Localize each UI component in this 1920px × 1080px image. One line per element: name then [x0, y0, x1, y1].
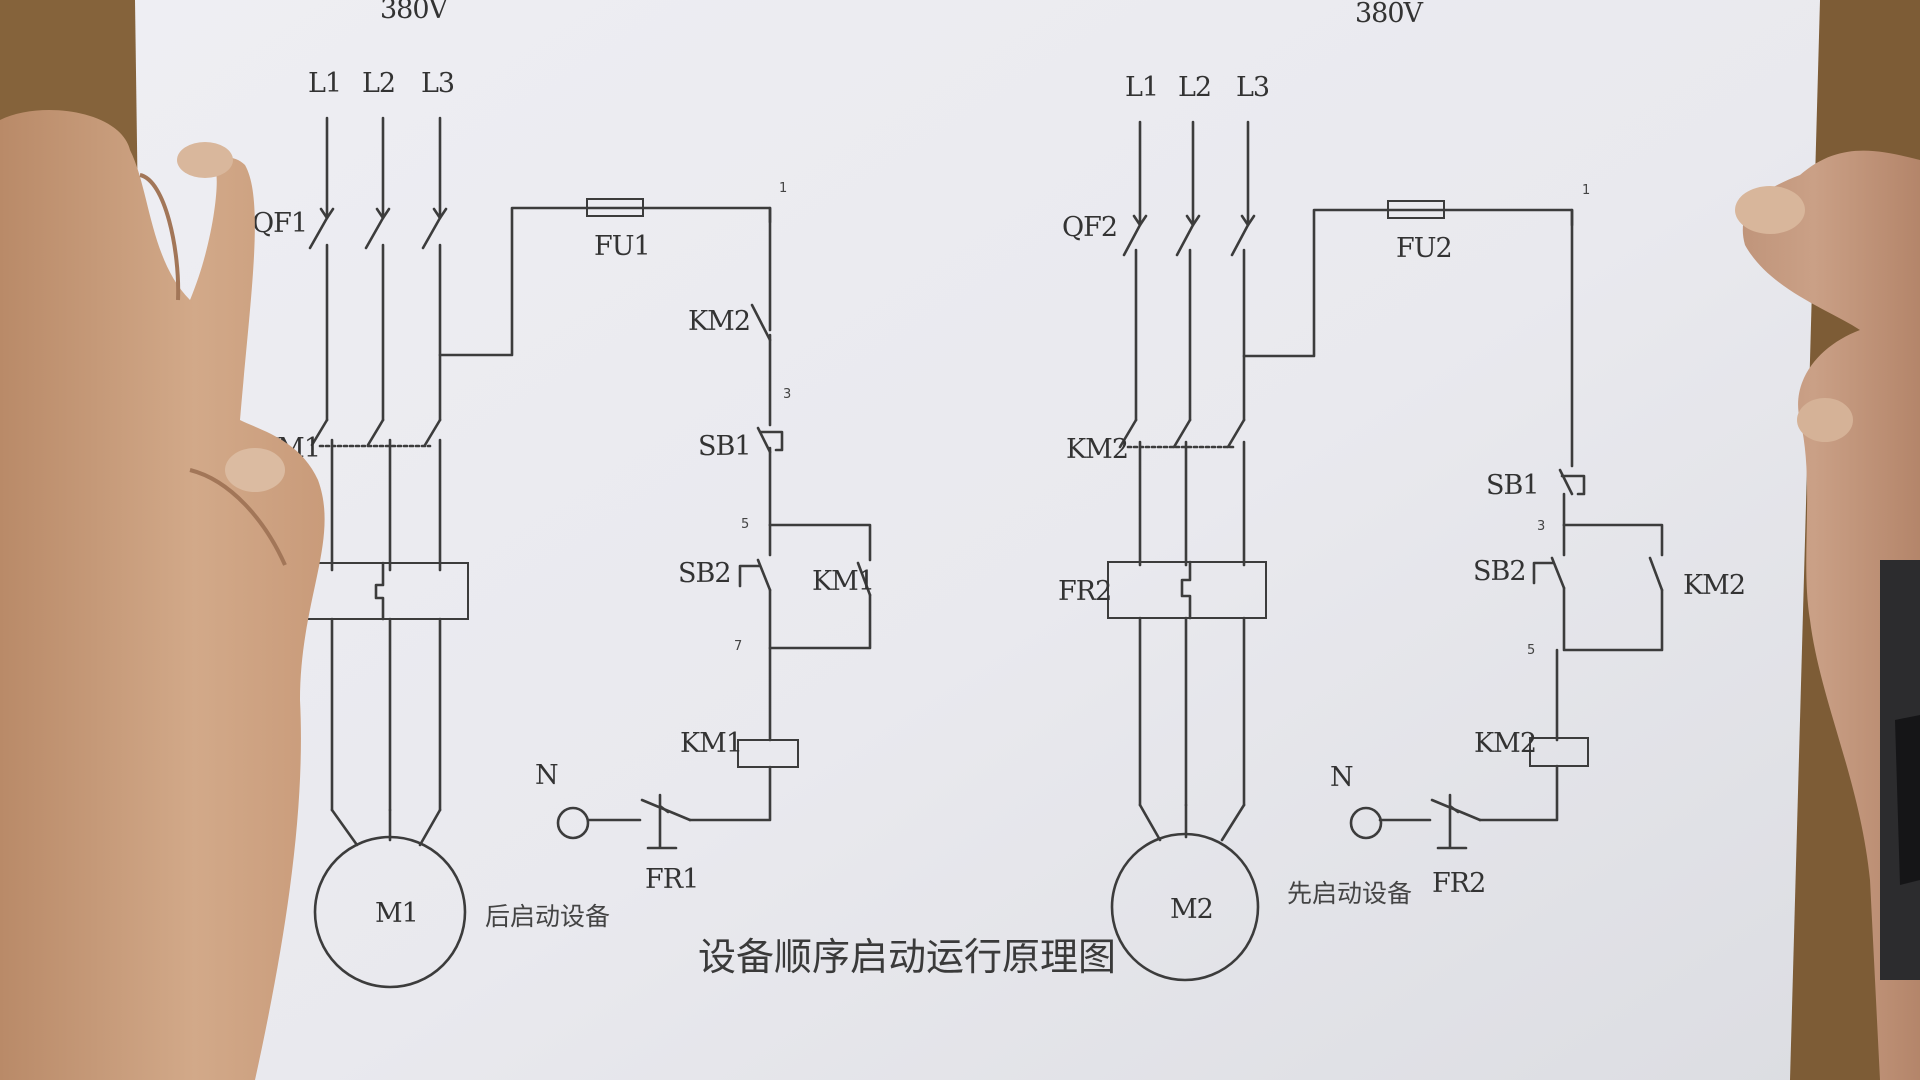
left-breaker-label: QF1 [252, 208, 307, 239]
right-voltage-label: 380V [1355, 0, 1424, 29]
left-fuse-label: FU1 [594, 231, 650, 262]
left-node-1: 1 [779, 181, 787, 196]
right-coil-label: KM2 [1474, 728, 1536, 759]
right-overload-label: FR2 [1432, 868, 1485, 899]
left-node-5: 5 [741, 517, 749, 532]
left-node-7: 7 [734, 639, 742, 654]
left-phase-l1-label: L1 [308, 68, 341, 99]
paper-sheet [135, 0, 1820, 1080]
left-overload-label: FR1 [645, 864, 698, 895]
right-contactor-label: KM2 [1066, 434, 1128, 465]
right-stop-label: SB1 [1486, 470, 1539, 501]
left-hold-label: KM1 [812, 566, 874, 597]
right-breaker-label: QF2 [1062, 212, 1117, 243]
right-start-label: SB2 [1473, 556, 1526, 587]
right-hand [1735, 150, 1920, 1080]
diagram-title: 设备顺序启动运行原理图 [698, 935, 1116, 979]
left-circuit: 380V L1 L2 L3 QF1 FU1 1 KM1 M1 后启动设备 [252, 0, 875, 989]
left-start-label: SB2 [678, 558, 731, 589]
right-fuse-label: FU2 [1396, 233, 1452, 264]
left-hand [0, 110, 325, 1080]
right-neutral-label: N [1330, 762, 1353, 793]
left-note-label: 后启动设备 [485, 902, 610, 931]
left-phase-l2-label: L2 [362, 68, 395, 99]
left-node-3: 3 [783, 387, 791, 402]
motor-m1-label: M1 [375, 898, 418, 929]
right-note-label: 先启动设备 [1287, 879, 1412, 908]
right-hold-label: KM2 [1683, 570, 1745, 601]
motor-m2-label: M2 [1170, 894, 1213, 925]
left-interlock-label: KM2 [688, 306, 750, 337]
right-node-5: 5 [1527, 643, 1535, 658]
left-stop-label: SB1 [698, 431, 751, 462]
left-coil-label: KM1 [680, 728, 742, 759]
right-node-1: 1 [1582, 183, 1590, 198]
left-phase-l3-label: L3 [421, 68, 454, 99]
right-node-3: 3 [1537, 519, 1545, 534]
right-phase-l3-label: L3 [1236, 72, 1269, 103]
right-phase-l2-label: L2 [1178, 72, 1211, 103]
right-circuit: 380V L1 L2 L3 QF2 FU2 1 KM2 FR2 M2 先启动设备… [1058, 0, 1746, 982]
left-neutral-label: N [535, 760, 558, 791]
left-voltage-label: 380V [380, 0, 449, 25]
right-thermal-label: FR2 [1058, 576, 1111, 607]
right-phase-l1-label: L1 [1125, 72, 1158, 103]
